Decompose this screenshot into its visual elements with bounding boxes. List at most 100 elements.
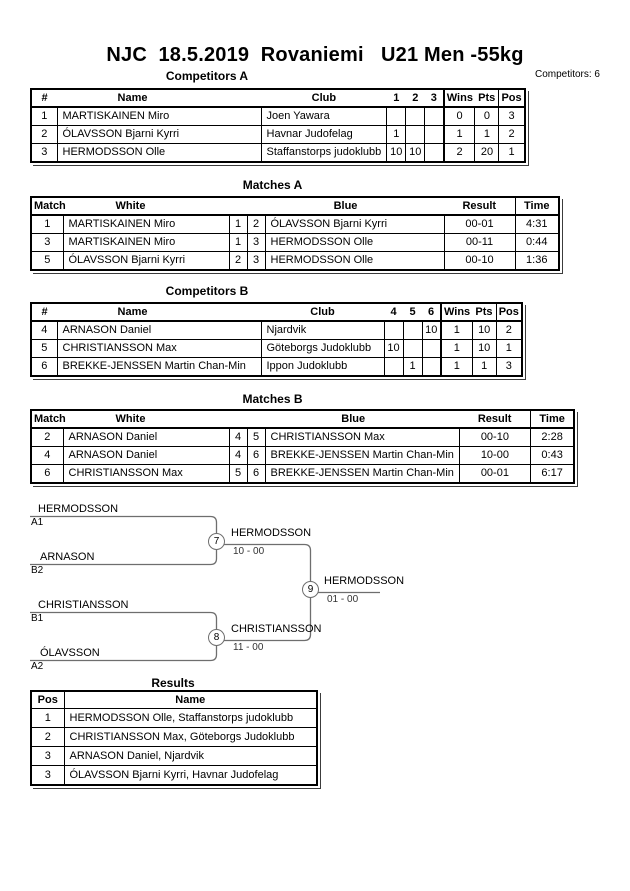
col-pts-header: Pts [474,89,499,108]
match-row: 4 ARNASON Daniel 4 6 BREKKE-JENSSEN Mart… [30,446,575,465]
white-num-cell: 1 [228,214,248,234]
white-num-cell: 2 [228,251,248,271]
time-cell: 2:28 [529,427,575,447]
time-cell: 0:44 [514,233,560,252]
num-cell: 3 [30,143,58,163]
blue-num-cell: 2 [246,214,266,234]
blue-num-cell: 3 [246,251,266,271]
result-cell: 00-10 [443,251,516,271]
pos-cell: 1 [495,339,523,358]
match-row: 3 MARTISKAINEN Miro 1 3 HERMODSSON Olle … [30,233,560,252]
wins-cell: 1 [439,357,473,377]
score-cell: 10 [421,320,442,340]
score-cell [424,106,445,126]
results-table: Pos Name 1 HERMODSSON Olle, Staffanstorp… [30,690,318,786]
match-number-cell: 5 [30,251,64,271]
blue-name-cell: ÓLAVSSON Bjarni Kyrri [264,214,445,234]
col-name-header: Name [57,89,261,108]
match-number-cell: 1 [30,214,64,234]
col-num-header: # [31,89,57,108]
club-cell: Havnar Judofelag [260,125,388,144]
score-cell: 10 [386,143,407,163]
col-time-header: Time [529,410,575,429]
name-cell: BREKKE-JENSSEN Martin Chan-Min [56,357,262,377]
col-white-header: White [115,413,146,425]
blue-num-cell: 6 [246,446,266,465]
col-name-header: Name [64,691,317,709]
col-opp3-header: 3 [424,89,444,108]
result-row: 1 HERMODSSON Olle, Staffanstorps judoklu… [30,708,318,728]
time-cell: 6:17 [529,464,575,484]
blue-name-cell: BREKKE-JENSSEN Martin Chan-Min [264,446,460,465]
white-num-cell: 4 [228,427,248,447]
bracket-winner-name: CHRISTIANSSON [231,623,322,635]
score-cell [405,106,426,126]
bracket-match-score: 01 - 00 [327,594,359,605]
club-cell: Njardvik [260,320,385,340]
name-cell: HERMODSSON Olle, Staffanstorps judoklubb [63,708,318,728]
score-cell [424,125,445,144]
col-name-header: Name [57,303,261,322]
white-num-cell: 1 [228,233,248,252]
pos-cell: 3 [30,746,65,766]
name-cell: CHRISTIANSSON Max, Göteborgs Judoklubb [63,727,318,747]
white-name-cell: ARNASON Daniel [62,427,230,447]
col-time-header: Time [514,197,559,216]
match-number-cell: 3 [30,233,64,252]
col-match-header: Match [34,200,66,212]
pos-cell: 1 [30,708,65,728]
bracket-slot-name: HERMODSSON [38,503,119,515]
bracket-line-b1 [30,611,218,629]
col-match-header: Match [34,413,66,425]
score-cell [402,339,423,358]
name-cell: ÓLAVSSON Bjarni Kyrri [56,125,262,144]
col-wins-header: Wins [439,303,473,322]
score-cell [386,106,407,126]
pts-cell: 10 [471,339,497,358]
competitor-row: 3 HERMODSSON Olle Staffanstorps judoklub… [30,143,526,163]
col-num-header: # [31,303,57,322]
blue-num-cell: 3 [246,233,266,252]
col-blue-header: Blue [247,197,444,216]
bracket-slot-tag: B1 [31,613,44,624]
pos-cell: 3 [498,106,526,126]
match-number-cell: 4 [30,446,64,465]
col-opp2-header: 5 [403,303,422,322]
score-cell: 1 [402,357,423,377]
page-title: NJC 18.5.2019 Rovaniemi U21 Men -55kg [106,44,524,66]
col-opp1-header: 1 [386,89,406,108]
bracket-line-a1 [30,515,218,533]
num-cell: 6 [30,357,58,377]
bracket-slot-tag: A1 [31,517,44,528]
pos-cell: 2 [495,320,523,340]
white-num-cell: 5 [228,464,248,484]
bracket-slot-name: ARNASON [40,551,95,563]
competitors-a-table: # Name Club 1 2 3 Wins Pts Pos 1 MARTISK… [30,88,526,163]
wins-cell: 2 [442,143,476,163]
score-cell: 10 [405,143,426,163]
col-club-header: Club [261,89,387,108]
wins-cell: 0 [442,106,476,126]
competitor-row: 5 CHRISTIANSSON Max Göteborgs Judoklubb … [30,339,523,358]
wins-cell: 1 [439,320,473,340]
section-title-results: Results [151,676,195,690]
pts-cell: 1 [471,357,497,377]
name-cell: MARTISKAINEN Miro [56,106,262,126]
bracket-winner-name: HERMODSSON [231,527,312,539]
blue-name-cell: HERMODSSON Olle [264,251,445,271]
section-title-matches-b: Matches B [242,392,303,406]
col-wins-header: Wins [442,89,475,108]
section-title-competitors-b: Competitors B [165,284,249,298]
club-cell: Joen Yawara [260,106,388,126]
name-cell: ÓLAVSSON Bjarni Kyrri, Havnar Judofelag [63,765,318,786]
match-white-header: Match White [31,410,229,429]
competitor-row: 4 ARNASON Daniel Njardvik 10 1 10 2 [30,320,523,340]
pos-cell: 2 [498,125,526,144]
bracket-match-score: 11 - 00 [233,642,264,653]
white-name-cell: ÓLAVSSON Bjarni Kyrri [62,251,230,271]
col-result-header: Result [444,197,515,216]
score-cell: 10 [383,339,404,358]
blue-num-cell: 6 [246,464,266,484]
